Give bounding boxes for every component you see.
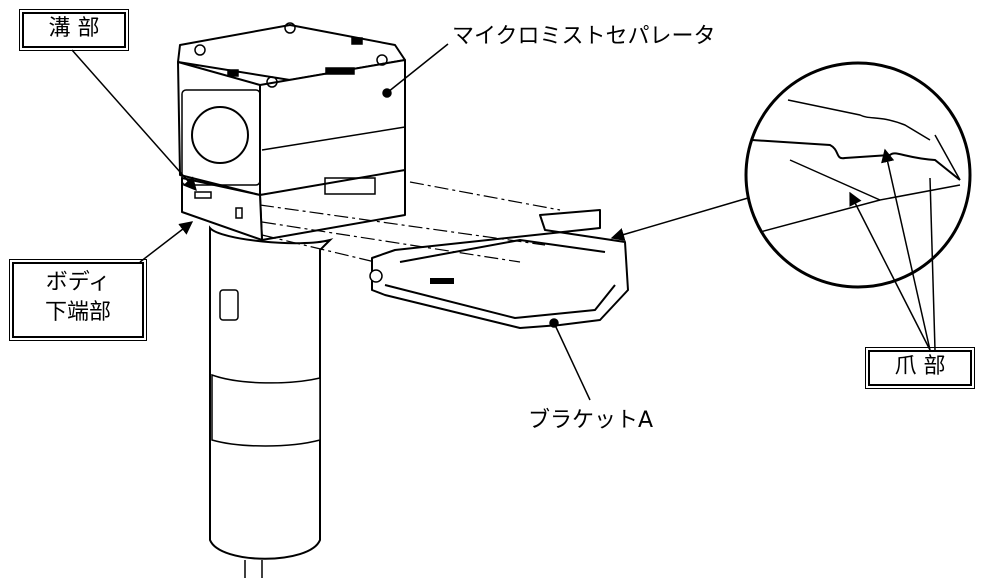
claw-label: 爪 部 <box>865 347 975 389</box>
groove-label: 溝 部 <box>19 9 129 51</box>
bracket-a <box>369 209 629 329</box>
body-lower-end-label-line1: ボディ <box>45 270 111 295</box>
leader-lines <box>71 43 936 401</box>
separator-bowl <box>209 225 334 578</box>
separator-head-details <box>181 22 406 219</box>
separator-head <box>177 24 406 241</box>
bracket-a-label: ブラケットA <box>528 408 654 433</box>
alignment-lines <box>259 181 561 263</box>
body-lower-end-label-line2: 下端部 <box>44 300 111 325</box>
body-lower-end-label: ボディ 下端部 <box>9 259 147 341</box>
separator-label: マイクロミストセパレータ <box>452 24 716 49</box>
magnified-detail <box>744 61 972 289</box>
